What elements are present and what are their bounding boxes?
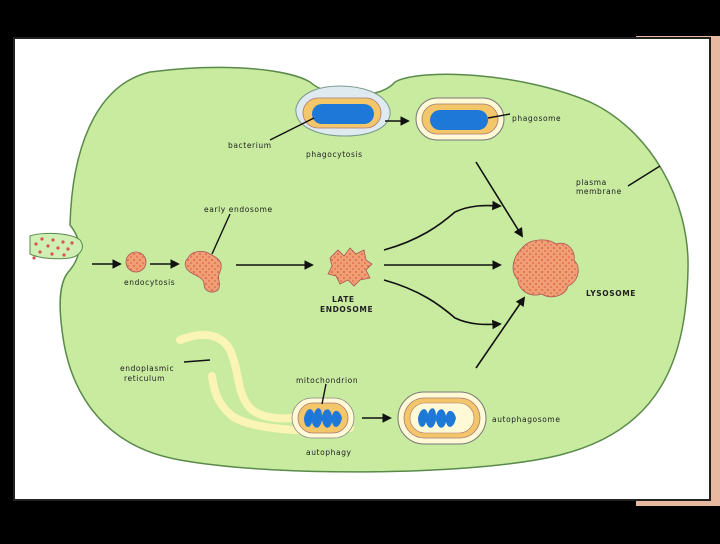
arrow-upper-curve (383, 200, 502, 251)
label-phagocytosis: phagocytosis (306, 150, 363, 159)
pointer-plasma-membrane (627, 165, 661, 187)
endocytic-pit (29, 232, 83, 260)
pointer-mitochondrion (321, 383, 327, 405)
label-autophagy: autophagy (306, 448, 352, 457)
cell-body (59, 66, 689, 473)
pointer-early-endosome (211, 213, 231, 255)
endoplasmic-reticulum (176, 330, 304, 423)
label-autophagosome: autophagosome (492, 415, 561, 424)
pointer-er (183, 359, 211, 363)
label-bacterium: bacterium (228, 141, 272, 150)
label-mitochondrion: mitochondrion (296, 376, 359, 385)
extracellular-particles (32, 237, 74, 260)
bacterium-icon (312, 104, 374, 124)
label-endosome: ENDOSOME (320, 305, 374, 314)
label-reticulum: reticulum (124, 374, 165, 383)
label-endocytosis: endocytosis (124, 278, 176, 287)
label-endoplasmic: endoplasmic (120, 364, 175, 373)
pointer-phagosome (487, 113, 511, 119)
autophagosome-mitochondrion-icon (418, 408, 456, 428)
label-early-endosome: early endosome (204, 205, 273, 214)
label-plasma: plasma (576, 178, 607, 187)
pointer-bacterium (269, 117, 315, 141)
label-phagosome: phagosome (512, 114, 562, 123)
mitochondrion-icon (304, 408, 342, 428)
arrow-phagosome-to-lysosome (475, 161, 524, 238)
label-late: LATE (332, 295, 355, 304)
phagosome-bacterium-icon (430, 110, 488, 130)
label-lysosome: LYSOSOME (586, 289, 636, 298)
label-membrane: membrane (576, 187, 622, 196)
arrow-autophagosome-to-lysosome (475, 296, 526, 369)
arrow-lower-curve (383, 279, 502, 330)
